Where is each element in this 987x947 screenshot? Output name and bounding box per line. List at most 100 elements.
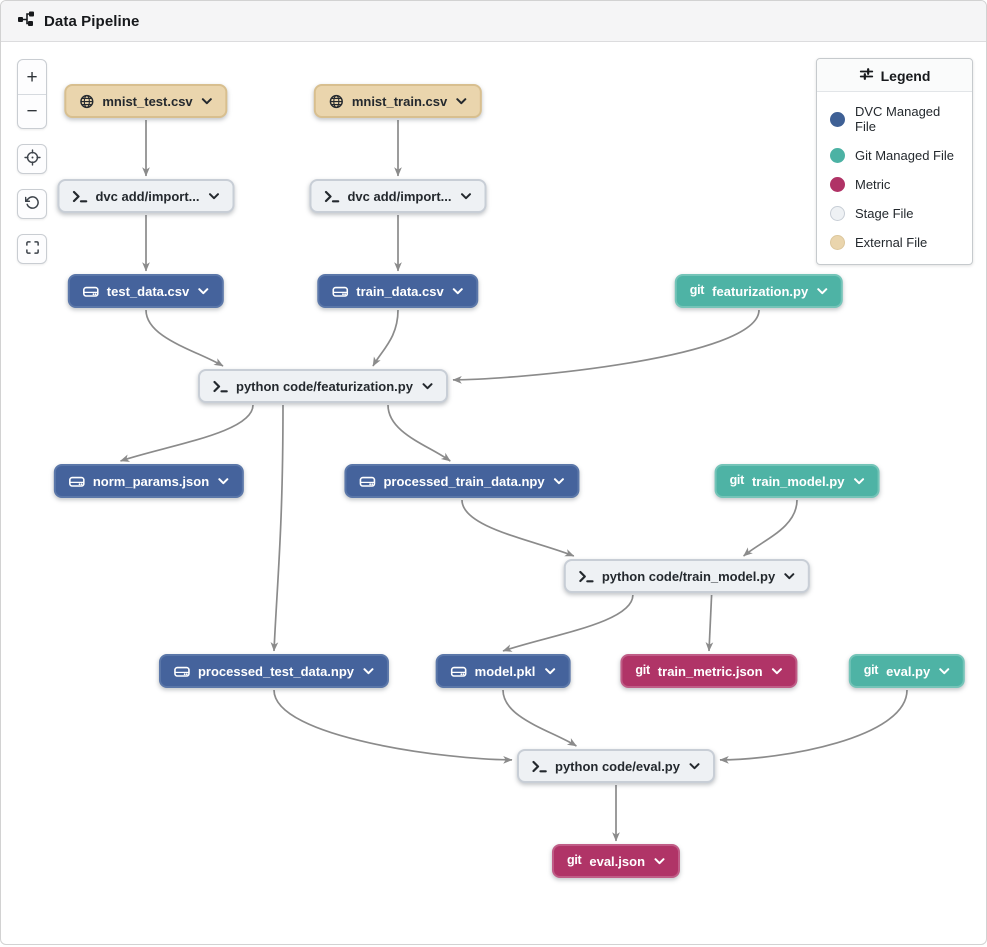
legend-item-dvc-managed-file: DVC Managed File: [817, 97, 972, 141]
git-icon: git: [566, 852, 582, 867]
chevron-down-icon[interactable]: [939, 667, 950, 675]
legend-item-label: Git Managed File: [855, 148, 954, 163]
chevron-down-icon[interactable]: [689, 762, 700, 770]
node-train_data[interactable]: train_data.csv: [317, 274, 479, 308]
node-feat_stage[interactable]: python code/featurization.py: [198, 369, 448, 403]
edge-feat_stage-to-processed_train: [387, 404, 451, 462]
edge-model_pkl-to-eval_stage: [502, 689, 577, 747]
chevron-down-icon[interactable]: [554, 477, 565, 485]
legend-color-dot: [830, 148, 845, 163]
node-test_data[interactable]: test_data.csv: [67, 274, 225, 308]
chevron-down-icon[interactable]: [654, 857, 665, 865]
node-eval_stage[interactable]: python code/eval.py: [517, 749, 715, 783]
node-label: model.pkl: [474, 663, 536, 679]
edge-processed_test-to-eval_stage: [273, 689, 513, 764]
chevron-down-icon[interactable]: [453, 287, 464, 295]
git-icon: git: [635, 662, 650, 677]
globe-icon: [329, 94, 344, 109]
node-train_model_py[interactable]: git train_model.py: [714, 464, 880, 498]
legend-item-label: DVC Managed File: [855, 104, 941, 134]
drive-icon: [69, 475, 85, 488]
chevron-down-icon[interactable]: [784, 572, 795, 580]
edge-test_data-to-feat_stage: [145, 309, 224, 367]
node-label: python code/train_model.py: [601, 568, 776, 584]
node-label: eval.py: [886, 663, 931, 679]
legend-item-metric: Metric: [817, 170, 972, 199]
git-icon: git: [729, 472, 745, 487]
node-processed_train[interactable]: processed_train_data.npy: [344, 464, 580, 498]
reset-view-button[interactable]: [17, 189, 47, 219]
legend-header: Legend: [817, 59, 972, 92]
chevron-down-icon[interactable]: [772, 667, 783, 675]
canvas-controls: + −: [17, 59, 47, 264]
terminal-icon: [324, 190, 340, 203]
crosshair-icon: [23, 149, 41, 169]
fullscreen-button[interactable]: [17, 234, 47, 264]
legend-item-label: Metric: [855, 177, 891, 192]
node-mnist_test[interactable]: mnist_test.csv: [64, 84, 228, 118]
chevron-down-icon[interactable]: [202, 97, 213, 105]
node-train_metric[interactable]: git train_metric.json: [620, 654, 798, 688]
chevron-down-icon[interactable]: [198, 287, 209, 295]
node-featurization_py[interactable]: git featurization.py: [674, 274, 844, 308]
maximize-icon: [25, 240, 40, 258]
sliders-icon: [859, 67, 874, 84]
node-label: featurization.py: [712, 283, 809, 299]
drive-icon: [359, 475, 376, 488]
drive-icon: [332, 285, 349, 298]
chevron-down-icon[interactable]: [461, 192, 472, 200]
drive-icon: [174, 665, 190, 678]
legend-item-label: External File: [855, 235, 928, 250]
zoom-button-group: + −: [17, 59, 47, 129]
chevron-down-icon[interactable]: [544, 667, 555, 675]
edge-tm_stage-to-model_pkl: [502, 594, 634, 652]
node-dvc_add_test[interactable]: dvc add/import...: [57, 179, 235, 213]
git-icon: git: [689, 282, 705, 297]
header: Data Pipeline: [1, 1, 986, 42]
legend-color-dot: [830, 177, 845, 192]
zoom-in-button[interactable]: +: [18, 60, 46, 94]
chevron-down-icon[interactable]: [218, 477, 229, 485]
node-tm_stage[interactable]: python code/train_model.py: [563, 559, 811, 593]
node-model_pkl[interactable]: model.pkl: [435, 654, 571, 688]
chevron-down-icon[interactable]: [817, 287, 828, 295]
node-label: python code/featurization.py: [236, 378, 413, 394]
drive-icon: [450, 665, 467, 678]
chevron-down-icon[interactable]: [209, 192, 220, 200]
node-label: dvc add/import...: [347, 188, 452, 204]
edge-featurization_py-to-feat_stage: [452, 309, 760, 384]
edge-tm_stage-to-train_metric: [705, 594, 714, 652]
legend-item-git-managed-file: Git Managed File: [817, 141, 972, 170]
rotate-ccw-icon: [24, 195, 40, 213]
chevron-down-icon[interactable]: [422, 382, 433, 390]
chevron-down-icon[interactable]: [363, 667, 374, 675]
node-processed_test[interactable]: processed_test_data.npy: [158, 654, 390, 688]
pipeline-dag-icon: [18, 11, 36, 32]
node-label: processed_train_data.npy: [383, 473, 545, 489]
legend-title: Legend: [880, 67, 931, 84]
edge-feat_stage-to-norm_params: [119, 404, 254, 462]
node-label: train_model.py: [751, 473, 845, 489]
terminal-icon: [532, 760, 547, 773]
edge-eval_py-to-eval_stage: [719, 689, 908, 764]
chevron-down-icon[interactable]: [456, 97, 467, 105]
legend-item-label: Stage File: [855, 206, 914, 221]
zoom-out-button[interactable]: −: [18, 94, 46, 128]
node-mnist_train[interactable]: mnist_train.csv: [313, 84, 483, 118]
legend-color-dot: [830, 111, 845, 127]
chevron-down-icon[interactable]: [853, 477, 864, 485]
node-label: train_data.csv: [356, 283, 444, 299]
node-label: train_metric.json: [657, 663, 763, 679]
legend-item-external-file: External File: [817, 228, 972, 257]
node-norm_params[interactable]: norm_params.json: [53, 464, 245, 498]
center-view-button[interactable]: [17, 144, 47, 174]
legend-item-stage-file: Stage File: [817, 199, 972, 228]
edge-train_data-to-feat_stage: [372, 309, 399, 367]
node-dvc_add_train[interactable]: dvc add/import...: [309, 179, 487, 213]
